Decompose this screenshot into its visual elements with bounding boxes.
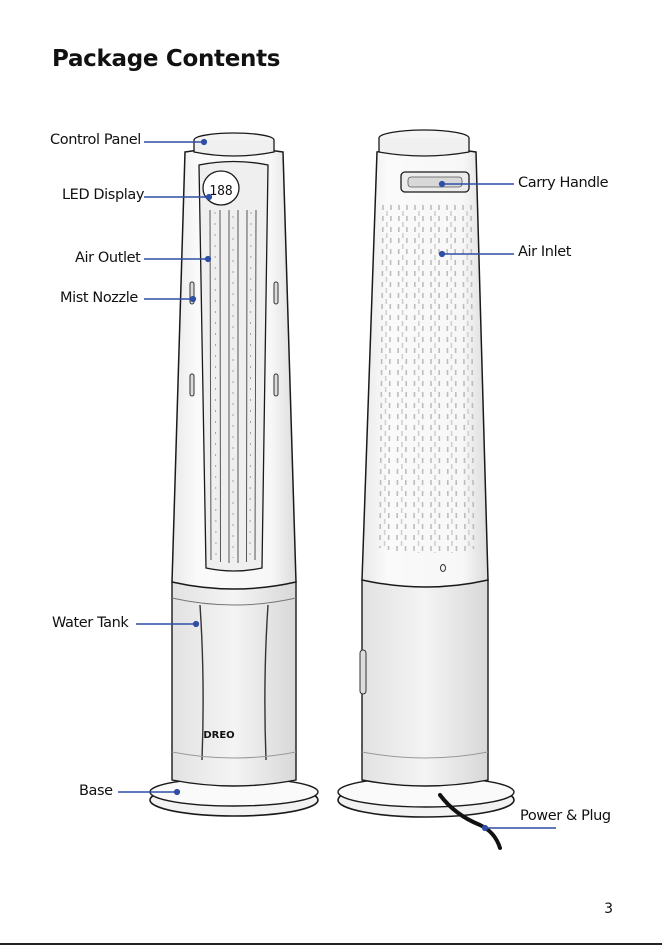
page-number: 3 [604,901,613,917]
front-tower: 188 DREO [150,133,318,816]
brand-logo: DREO [203,730,234,741]
label-water-tank: Water Tank [52,615,128,631]
label-air-inlet: Air Inlet [518,244,571,260]
back-tower [338,130,514,848]
label-carry-handle: Carry Handle [518,175,608,191]
label-base: Base [79,783,113,799]
led-digits: 188 [209,184,232,199]
label-power-plug: Power & Plug [520,808,611,824]
label-mist-nozzle: Mist Nozzle [60,290,138,306]
front-vent-panel [199,162,268,572]
label-led-display: LED Display [62,187,144,203]
label-control-panel: Control Panel [50,132,141,148]
label-air-outlet: Air Outlet [75,250,140,266]
footer-rule [0,943,662,945]
